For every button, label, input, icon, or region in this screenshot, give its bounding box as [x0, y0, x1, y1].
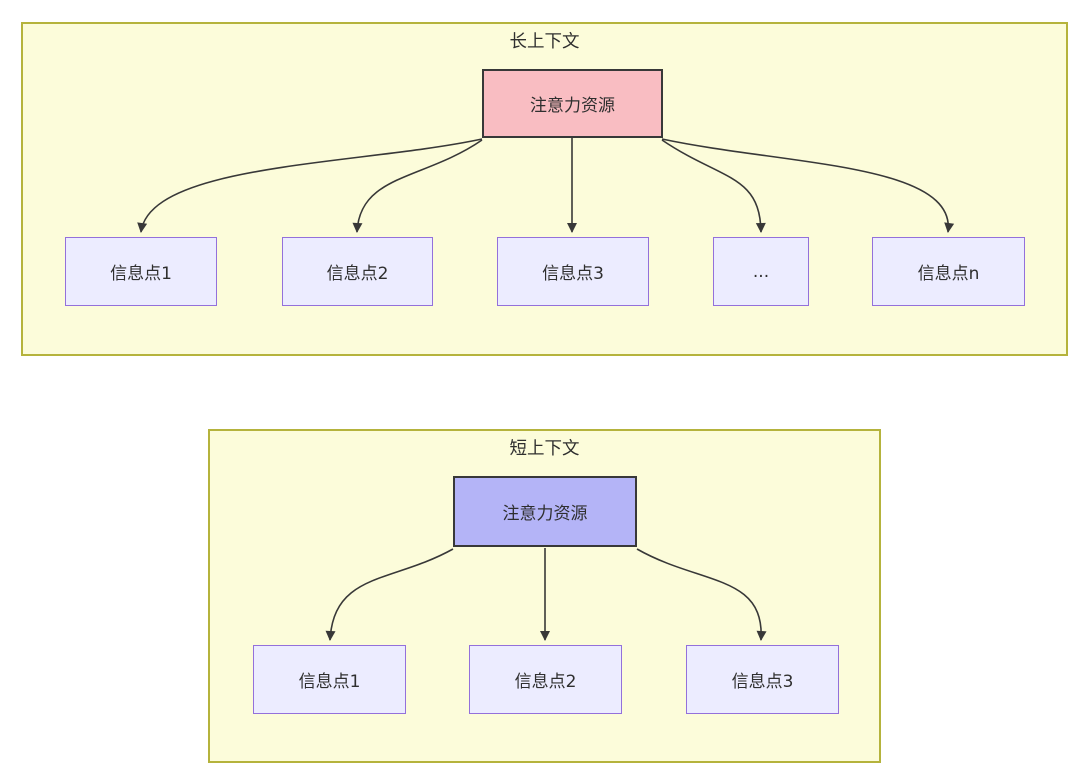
- info-box-short-2: 信息点2: [469, 645, 622, 714]
- info-box-short-1: 信息点1: [253, 645, 406, 714]
- info-box-long-2: 信息点2: [282, 237, 433, 306]
- attention-box-long-context: 注意力资源: [482, 69, 663, 138]
- info-box-long-ellipsis: ...: [713, 237, 809, 306]
- panel-long-context-title: 长上下文: [509, 32, 580, 52]
- info-box-long-n: 信息点n: [872, 237, 1025, 306]
- attention-box-short-context: 注意力资源: [453, 476, 637, 547]
- info-box-long-3: 信息点3: [497, 237, 649, 306]
- panel-short-context-title: 短上下文: [509, 439, 580, 459]
- info-box-short-3: 信息点3: [686, 645, 839, 714]
- info-box-long-1: 信息点1: [65, 237, 217, 306]
